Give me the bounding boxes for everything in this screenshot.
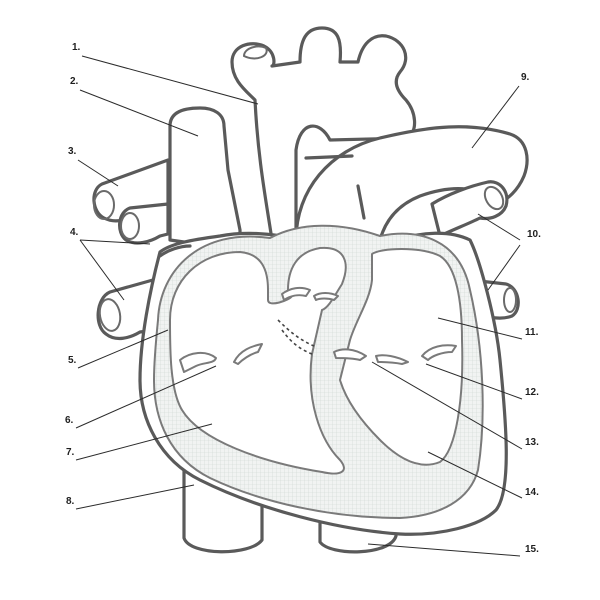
label-11: 11.	[525, 327, 539, 338]
myocardium	[153, 224, 484, 519]
label-8: 8.	[66, 496, 75, 507]
label-15: 15.	[525, 544, 539, 555]
label-5: 5.	[68, 355, 77, 366]
label-14: 14.	[525, 487, 539, 498]
label-10: 10.	[527, 229, 541, 240]
label-1: 1.	[72, 42, 81, 53]
superior-vena-cava	[168, 106, 242, 252]
label-7: 7.	[66, 447, 75, 458]
label-6: 6.	[65, 415, 74, 426]
leader-lines	[75, 55, 523, 557]
aortic-arch	[230, 26, 417, 242]
label-3: 3.	[68, 146, 77, 157]
label-13: 13.	[525, 437, 539, 448]
label-12: 12.	[525, 387, 539, 398]
label-2: 2.	[70, 76, 79, 87]
label-9: 9.	[521, 72, 530, 83]
pulmonary-trunk	[294, 125, 529, 242]
label-4: 4.	[70, 227, 79, 238]
